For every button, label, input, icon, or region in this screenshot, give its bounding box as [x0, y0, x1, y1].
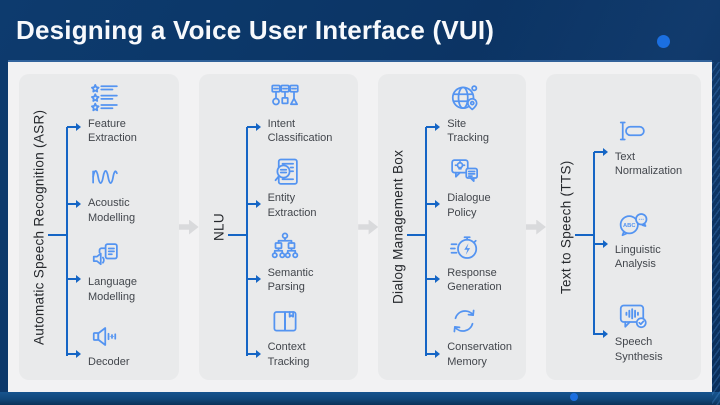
conservation-memory-icon	[448, 306, 480, 336]
item-label: Conservation Memory	[447, 341, 513, 368]
page-title: Designing a Voice User Interface (VUI)	[16, 15, 495, 45]
column-nlu-items: Intent Classification Entity Extraction	[263, 82, 354, 372]
speech-synthesis-icon	[616, 301, 648, 331]
decoder-icon	[89, 321, 121, 351]
list-item: Text Normalization	[615, 116, 696, 179]
item-label: Dialogue Policy	[447, 192, 491, 219]
context-tracking-icon	[269, 306, 301, 336]
list-item: Intent Classification	[268, 83, 354, 146]
column-asr: Automatic Speech Recognition (ASR)	[19, 74, 179, 380]
column-tts-items: Text Normalization ABC	[610, 82, 696, 372]
list-item: Feature Extraction	[88, 83, 174, 146]
semantic-parsing-icon	[269, 232, 301, 262]
item-label: Speech Synthesis	[614, 336, 663, 363]
item-label: Linguistic Analysis	[614, 243, 661, 270]
item-label: Response Generation	[447, 266, 502, 294]
item-label: Semantic Parsing	[267, 266, 314, 294]
list-item: Response Generation	[447, 232, 521, 295]
column-dialog-items: Site Tracking Dialo	[442, 82, 521, 372]
list-item: Semantic Parsing	[268, 232, 354, 295]
item-label: Acoustic Modelling	[88, 197, 136, 224]
list-item: Acoustic Modelling	[88, 162, 174, 225]
item-label: Intent Classification	[267, 118, 333, 145]
linguistic-analysis-icon: ABC	[616, 209, 648, 239]
item-label: Language Modelling	[88, 276, 137, 303]
accent-dot-icon	[657, 35, 670, 48]
accent-dot-icon	[570, 393, 578, 401]
text-normalization-icon	[616, 116, 648, 146]
bracket	[407, 82, 442, 372]
flow-arrow-icon	[358, 219, 379, 235]
site-tracking-icon	[448, 83, 480, 113]
language-modelling-icon	[89, 241, 121, 271]
diagram-panel: Automatic Speech Recognition (ASR)	[8, 62, 712, 392]
list-item: Decoder	[88, 321, 174, 369]
column-dialog-label: Dialog Management Box	[390, 149, 406, 305]
flow-arrow-icon	[178, 219, 199, 235]
entity-extraction-icon	[269, 157, 301, 187]
intent-classification-icon	[269, 83, 301, 113]
list-item: Site Tracking	[447, 83, 521, 146]
column-dialog-management: Dialog Management Box	[378, 74, 526, 380]
right-edge-pattern	[712, 62, 720, 405]
bottom-bar	[0, 392, 720, 405]
list-item: Language Modelling	[88, 241, 174, 304]
acoustic-modelling-icon	[89, 162, 121, 192]
column-asr-label: Automatic Speech Recognition (ASR)	[31, 109, 47, 345]
list-item: ABC Linguistic Analysis	[615, 209, 696, 272]
dialogue-policy-icon	[448, 157, 480, 187]
column-tts-label: Text to Speech (TTS)	[558, 160, 574, 294]
column-nlu-label: NLU	[211, 213, 227, 241]
feature-extraction-icon	[89, 83, 121, 113]
item-label: Decoder	[88, 355, 130, 368]
item-label: Text Normalization	[614, 151, 683, 178]
list-item: Speech Synthesis	[615, 301, 696, 364]
list-item: Conservation Memory	[447, 306, 521, 369]
column-tts: Text to Speech (TTS) Text Normalization	[545, 74, 702, 380]
list-item: Entity Extraction	[268, 157, 354, 220]
bracket	[48, 82, 83, 372]
flow-separator	[358, 74, 379, 380]
flow-arrow-icon	[525, 219, 546, 235]
flow-separator	[178, 74, 199, 380]
item-label: Context Tracking	[267, 341, 310, 368]
response-generation-icon	[448, 232, 480, 262]
column-nlu: NLU	[198, 74, 359, 380]
bracket	[574, 82, 610, 372]
bracket	[227, 82, 263, 372]
column-asr-items: Feature Extraction Acoustic Modelling	[83, 82, 174, 372]
list-item: Dialogue Policy	[447, 157, 521, 220]
list-item: Context Tracking	[268, 306, 354, 369]
item-label: Site Tracking	[447, 118, 489, 145]
flow-separator	[525, 74, 546, 380]
svg-text:ABC: ABC	[623, 223, 635, 229]
item-label: Entity Extraction	[267, 192, 317, 219]
item-label: Feature Extraction	[88, 118, 137, 145]
